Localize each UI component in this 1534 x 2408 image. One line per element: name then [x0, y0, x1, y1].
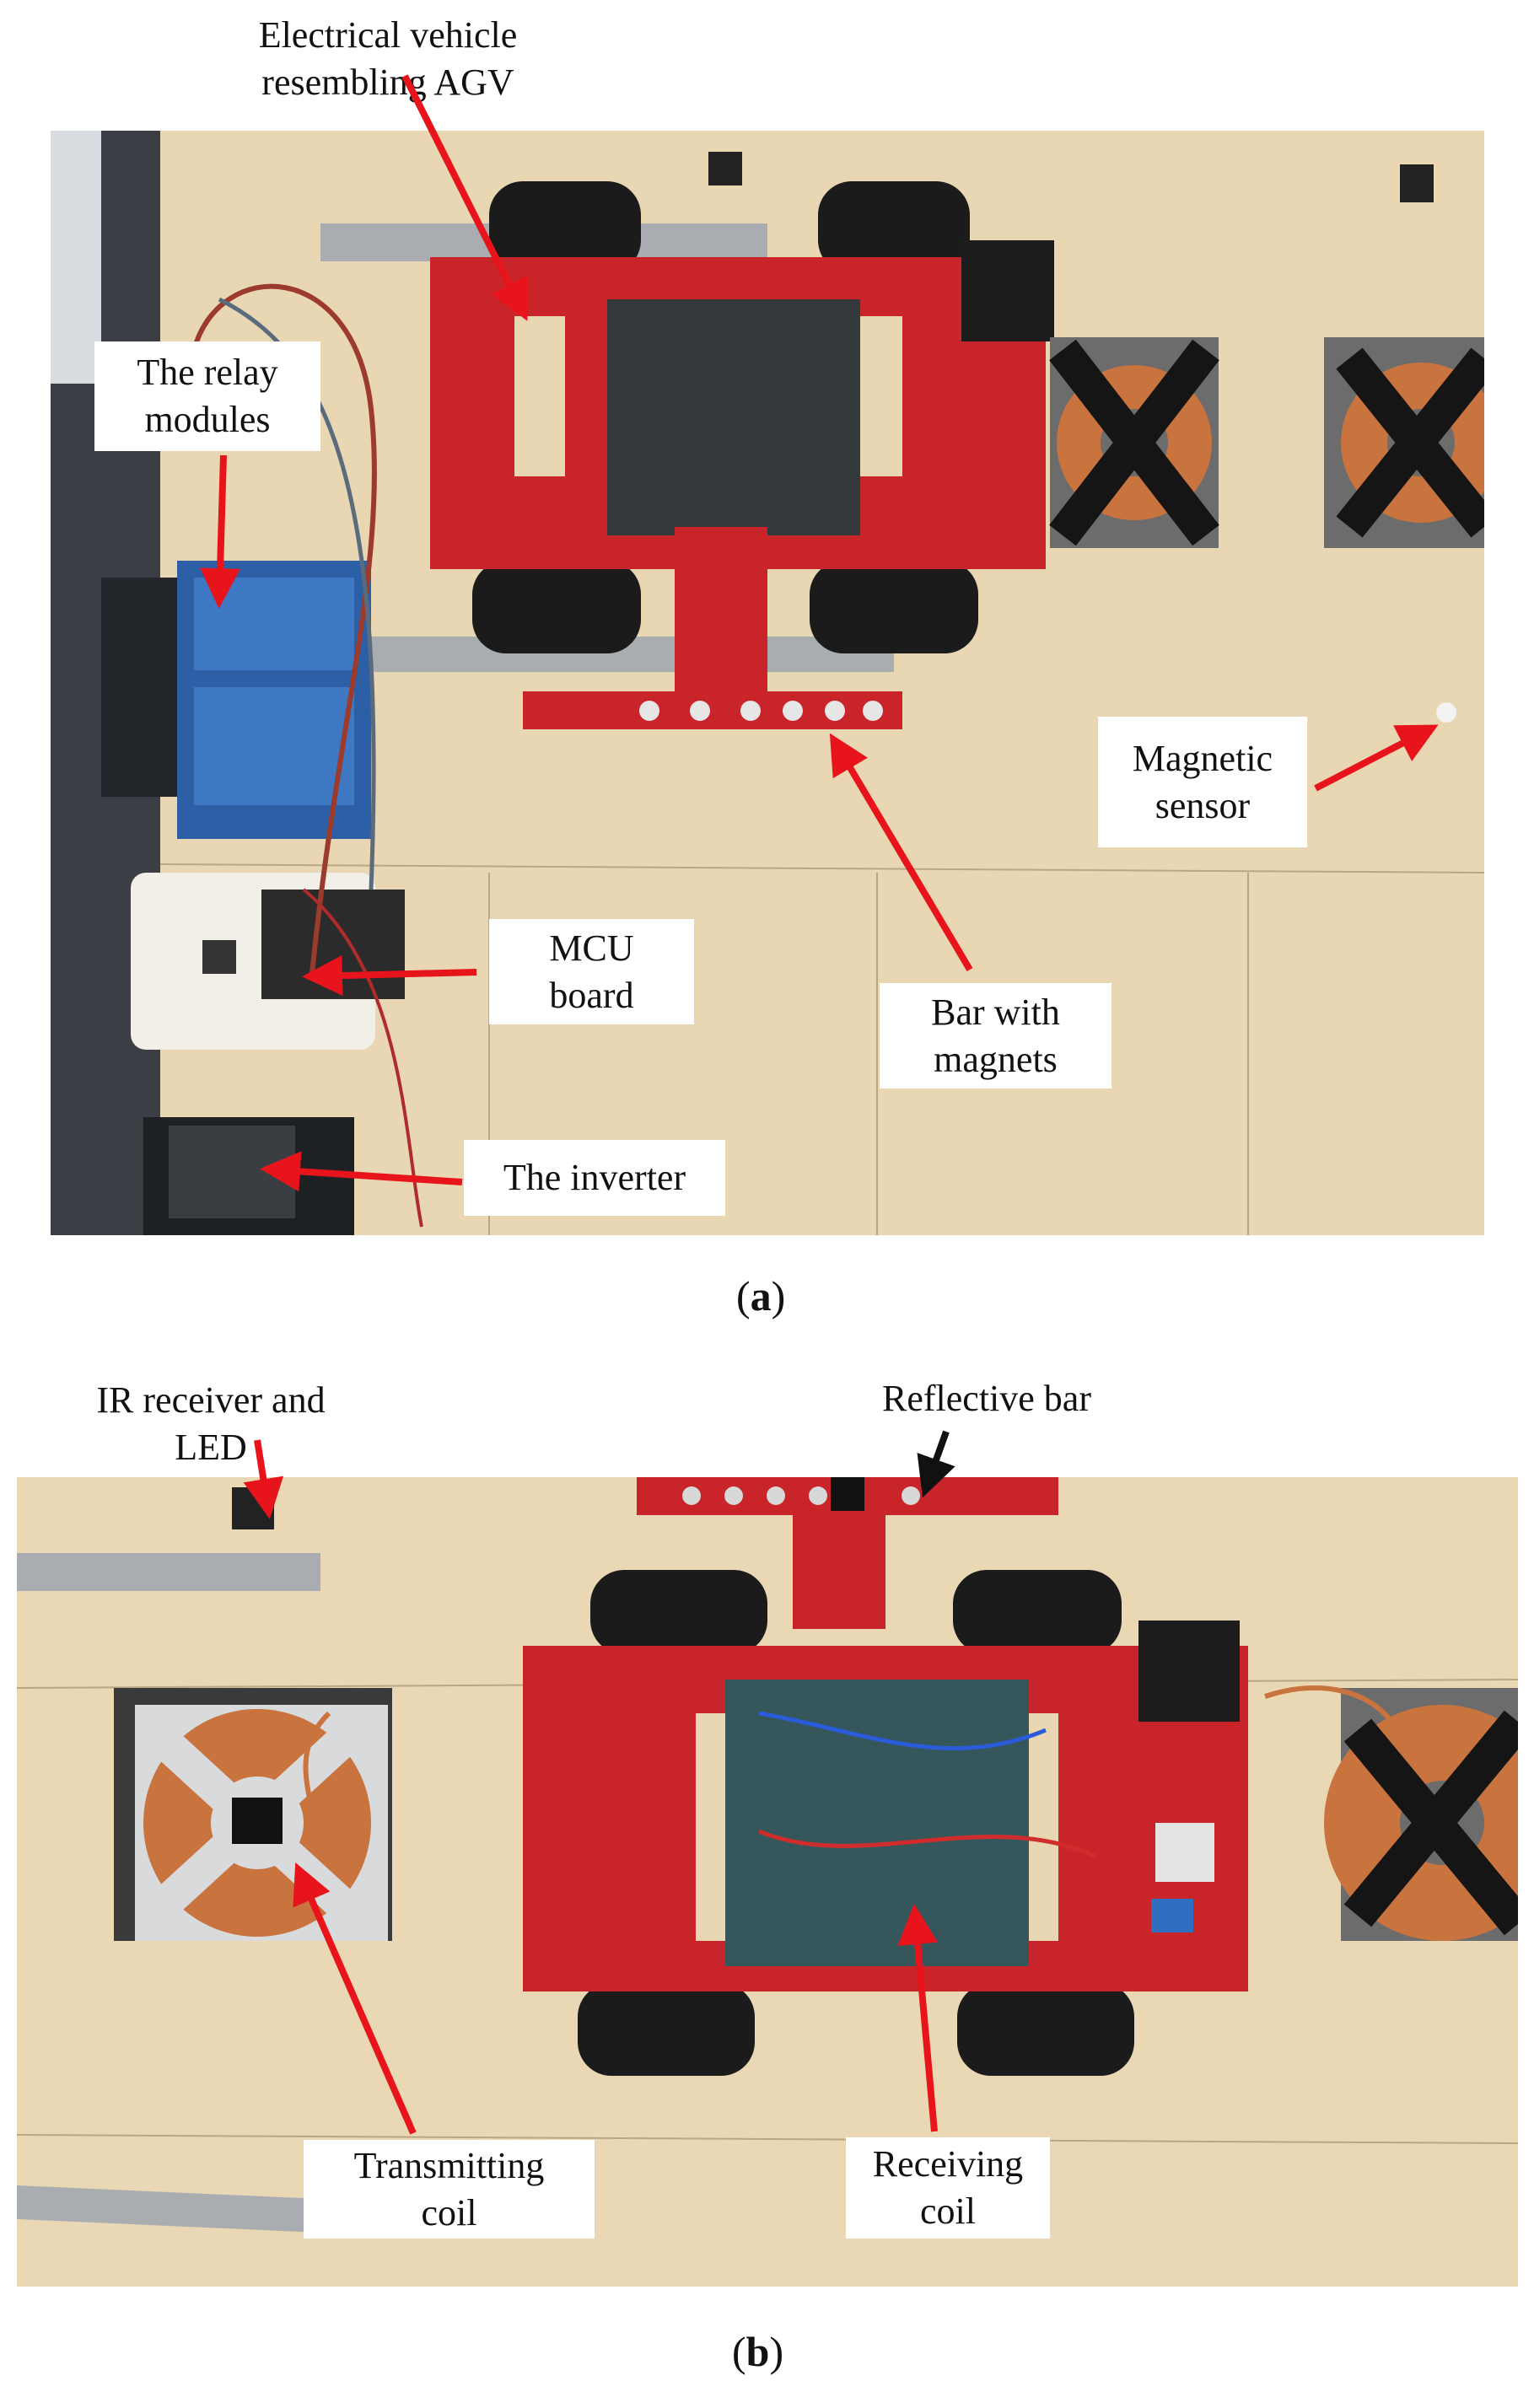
label-transmitting-coil: Transmitting coil [304, 2140, 595, 2239]
label-magnetic-sensor-line2: sensor [1155, 784, 1251, 826]
label-electrical-vehicle-line2: resembling AGV [261, 62, 514, 103]
caption-b: (b) [732, 2328, 784, 2375]
label-bar-with-magnets: Bar with magnets [880, 983, 1111, 1088]
label-ir-receiver-line1: IR receiver and [96, 1379, 326, 1421]
label-magnetic-sensor-line1: Magnetic [1132, 737, 1273, 779]
label-relay-modules: The relay modules [94, 341, 320, 451]
label-transmitting-coil-line1: Transmitting [353, 2144, 545, 2186]
label-transmitting-coil-line2: coil [421, 2191, 477, 2233]
label-reflective-bar: Reflective bar [864, 1373, 1109, 1425]
label-bar-with-magnets-line2: magnets [934, 1038, 1058, 1080]
photo-b [17, 1477, 1518, 2287]
label-reflective-bar-text: Reflective bar [882, 1378, 1091, 1419]
label-relay-modules-line1: The relay [137, 352, 278, 393]
photo-a [51, 131, 1484, 1235]
label-receiving-coil: Receiving coil [846, 2137, 1050, 2239]
label-receiving-coil-line1: Receiving [872, 2143, 1024, 2185]
label-ir-receiver-line2: LED [175, 1427, 247, 1468]
label-magnetic-sensor: Magnetic sensor [1098, 717, 1307, 847]
caption-a-letter: a [750, 1272, 772, 1320]
label-inverter: The inverter [464, 1140, 725, 1216]
label-receiving-coil-line2: coil [920, 2190, 976, 2232]
label-bar-with-magnets-line1: Bar with [931, 991, 1060, 1033]
label-electrical-vehicle-line1: Electrical vehicle [258, 14, 518, 56]
label-electrical-vehicle: Electrical vehicle resembling AGV [219, 8, 557, 110]
label-mcu-board-line2: board [549, 974, 634, 1016]
caption-b-letter: b [745, 2328, 770, 2375]
label-relay-modules-line2: modules [144, 399, 271, 440]
photo-b-scene [17, 1477, 1518, 2287]
label-mcu-board-line1: MCU [549, 927, 634, 969]
label-ir-receiver: IR receiver and LED [76, 1373, 346, 1475]
photo-a-scene [51, 131, 1484, 1235]
label-inverter-text: The inverter [503, 1157, 686, 1198]
caption-a: (a) [736, 1272, 786, 1320]
label-mcu-board: MCU board [489, 919, 694, 1024]
